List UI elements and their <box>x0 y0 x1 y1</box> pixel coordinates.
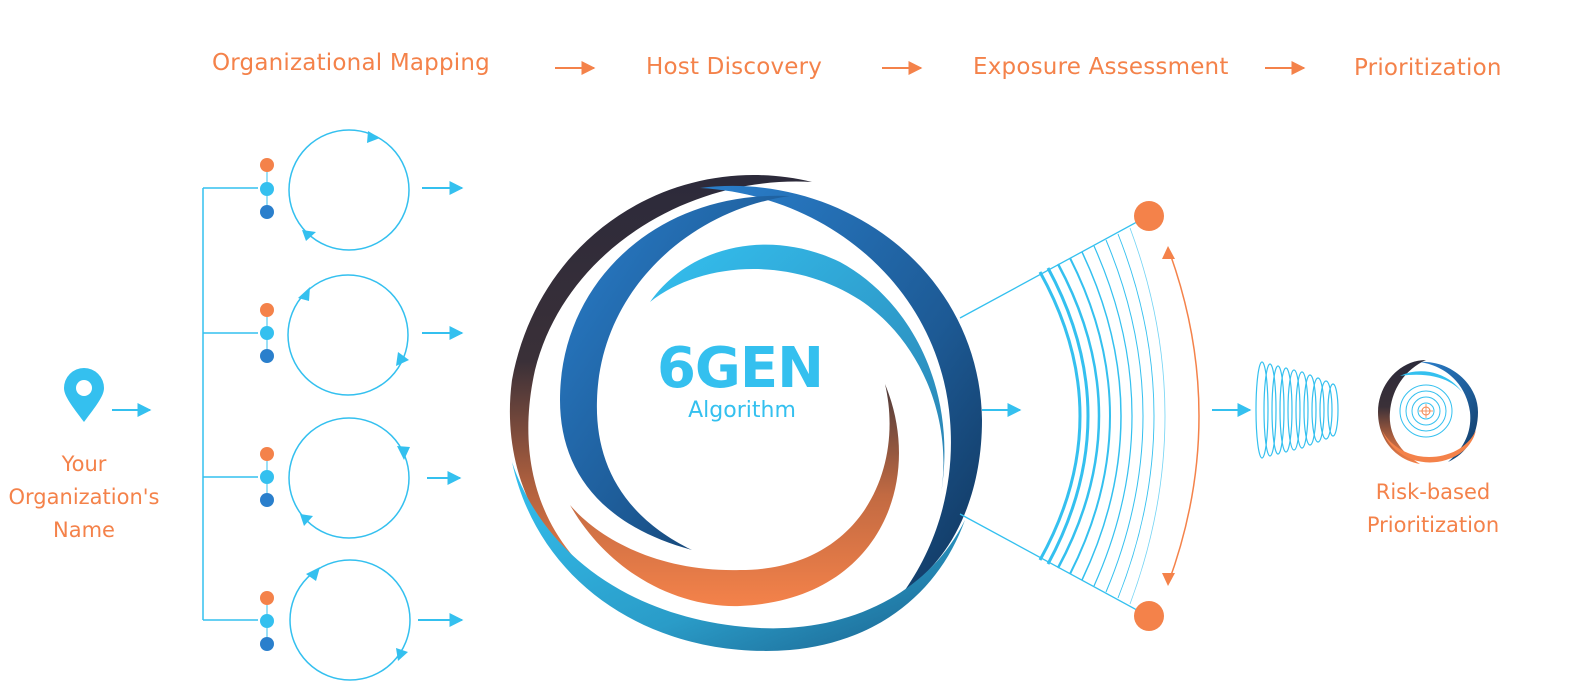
swirl-outer-cyan-arc <box>512 462 965 651</box>
step-host-discovery: Host Discovery <box>646 54 823 80</box>
step-prioritization: Prioritization <box>1354 55 1502 81</box>
center-subtitle: Algorithm <box>688 398 796 423</box>
step-organizational-mapping: Organizational Mapping <box>212 50 490 76</box>
mapping-loop-3 <box>260 417 462 539</box>
beam-arc-arrow-top <box>1162 246 1175 259</box>
beam-node-bottom <box>1134 601 1164 631</box>
target-swirl-icon <box>1378 360 1478 464</box>
swirl-logo <box>509 175 982 651</box>
location-pin-icon <box>64 368 104 422</box>
output-label: Risk-based Prioritization <box>1366 480 1500 537</box>
beam-node-top <box>1134 201 1164 231</box>
funnel-icon <box>1255 361 1339 459</box>
mapping-loop-2 <box>260 274 464 396</box>
beam-orange-arc <box>1167 247 1200 585</box>
input-label: Your Organization's Name <box>8 452 160 542</box>
branch-connector <box>202 187 258 621</box>
center-title: 6GEN <box>656 336 824 401</box>
mapping-loop-4 <box>260 559 464 681</box>
swirl-blue-arc <box>560 195 790 550</box>
swirl-outer-blue-arc <box>700 185 982 590</box>
mapping-loop-1 <box>260 129 464 251</box>
step-exposure-assessment: Exposure Assessment <box>973 54 1229 80</box>
exposure-beam <box>959 215 1166 617</box>
beam-arc-arrow-bottom <box>1162 573 1175 586</box>
